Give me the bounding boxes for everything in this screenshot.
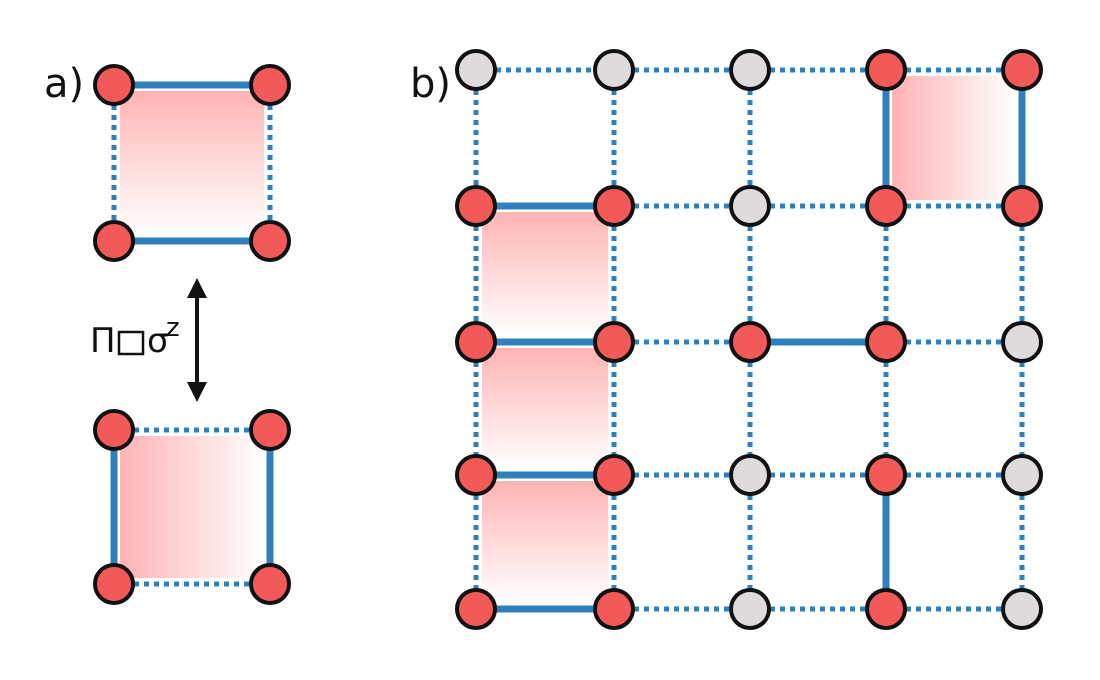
occupied-site [93, 64, 135, 106]
plaquette-shading [120, 91, 264, 235]
occupied-site [455, 321, 497, 363]
lattice-sites [455, 49, 1043, 630]
occupied-site [865, 49, 907, 91]
occupied-site [249, 220, 291, 262]
empty-site [593, 49, 635, 91]
plaquette-shading [120, 436, 264, 578]
lattice-bonds [473, 67, 1026, 613]
empty-site [1001, 321, 1043, 363]
occupied-site [249, 563, 291, 605]
operator-superscript: z [166, 313, 180, 343]
lattice-plaquette-shade [482, 481, 608, 603]
lattice-plaquette-shade [482, 348, 608, 469]
empty-site [1001, 588, 1043, 630]
occupied-site [93, 563, 135, 605]
occupied-site [865, 588, 907, 630]
panel-b-label: b) [410, 61, 451, 107]
empty-site [729, 588, 771, 630]
panel-a-bottom-plaquette [93, 409, 291, 605]
occupied-site [865, 321, 907, 363]
occupied-site [865, 454, 907, 496]
panel-b: b) [410, 49, 1043, 630]
occupied-site [1001, 185, 1043, 227]
panel-a-top-plaquette [93, 64, 291, 262]
panel-a-label: a) [44, 61, 84, 107]
occupied-site [729, 321, 771, 363]
occupied-site [593, 321, 635, 363]
operator-product-symbol: Π [90, 321, 116, 361]
occupied-site [1001, 49, 1043, 91]
operator-sigma-symbol: σ [147, 321, 169, 361]
empty-site [729, 49, 771, 91]
occupied-site [455, 588, 497, 630]
empty-site [729, 185, 771, 227]
occupied-site [593, 588, 635, 630]
occupied-site [249, 64, 291, 106]
occupied-site [93, 220, 135, 262]
occupied-site [865, 185, 907, 227]
occupied-site [93, 409, 135, 451]
empty-site [1001, 454, 1043, 496]
empty-site [455, 49, 497, 91]
occupied-site [593, 454, 635, 496]
occupied-site [455, 454, 497, 496]
plaquette-operator-label: Π σ z [90, 313, 180, 361]
lattice-plaquette-shade [892, 76, 1016, 200]
lattice-plaquette-shade [482, 212, 608, 336]
lattice-plaquette-shading [482, 76, 1016, 603]
occupied-site [593, 185, 635, 227]
empty-site [729, 454, 771, 496]
plaquette-box-icon [117, 330, 145, 356]
occupied-site [455, 185, 497, 227]
panel-a: a) Π σ z [44, 61, 291, 605]
occupied-site [249, 409, 291, 451]
